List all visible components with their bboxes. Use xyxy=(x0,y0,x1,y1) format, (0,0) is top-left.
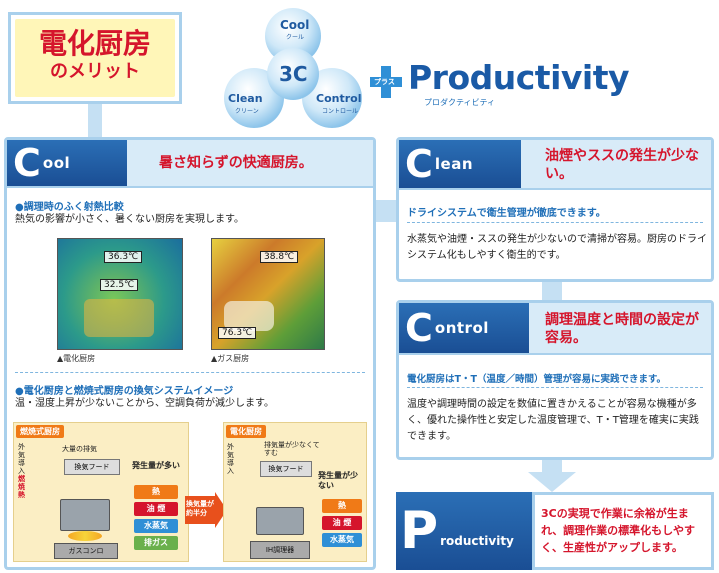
clean-divider xyxy=(407,222,703,223)
productivity-banner: P roductivity 3Cの実現で作業に余裕が生まれ、調理作業の標準化もし… xyxy=(396,492,714,570)
elec-stove: IH調理器 xyxy=(250,541,310,559)
clean-body: 水蒸気や油煙・ススの発生が少ないので清掃が容易。厨房のドライシステム化もしやすく… xyxy=(407,234,707,261)
gas-item-3: 排ガス xyxy=(134,536,178,550)
triad-right-sub: コントロール xyxy=(322,108,359,115)
hood-label: 換気フード xyxy=(74,463,110,471)
arrow-label: 換気量が約半分 xyxy=(186,500,214,517)
temp-label-b: 76.3℃ xyxy=(218,327,257,339)
cool-letter: C xyxy=(13,141,41,185)
temp-label-b: 32.5℃ xyxy=(100,279,139,291)
elec-item-1: 油 煙 xyxy=(322,516,362,530)
productivity-letter: P xyxy=(400,501,439,561)
stove-label: ガスコンロ xyxy=(68,547,104,555)
electric-kitchen-diagram: 電化厨房 外気導入 排気量が少なくてすむ 換気フード 発生量が少ない 熱 油 煙… xyxy=(223,422,367,562)
three-c-diagram xyxy=(224,8,362,128)
gas-intake: 外気導入 xyxy=(18,443,25,475)
plus-ruby: プラス xyxy=(374,78,395,86)
cool-s2-body: 温・湿度上昇が少ないことから、空調負荷が減少します。 xyxy=(15,398,274,409)
gas-exhaust: 大量の排気 xyxy=(62,445,97,453)
gas-pot-icon xyxy=(60,499,110,531)
section-divider xyxy=(15,372,365,373)
connector-control-prod xyxy=(542,458,562,474)
elec-gen: 発生量が少ない xyxy=(318,471,358,490)
gas-item-0: 熱 xyxy=(134,485,178,499)
control-panel: C ontrol 調理温度と時間の設定が容易。 電化厨房はT・T（温度／時間）管… xyxy=(396,300,714,460)
elec-item-2: 水蒸気 xyxy=(322,533,362,547)
control-word: ontrol xyxy=(434,319,489,337)
temp-label-a: 38.8℃ xyxy=(260,251,299,263)
productivity-text-box: 3Cの実現で作業に余裕が生まれ、調理作業の標準化もしやすく、生産性がアップします… xyxy=(532,492,714,570)
title-box: 電化厨房 のメリット xyxy=(8,12,182,104)
elec-pot-icon xyxy=(256,507,304,535)
control-body: 温度や調理時間の設定を数値に置きかえることが容易な機種が多く、優れた操作性と安定… xyxy=(407,399,699,442)
control-subhead: 電化厨房はT・T（温度／時間）管理が容易に実践できます。 xyxy=(407,374,667,385)
cool-panel: C ool 暑さ知らずの快適厨房。 ●調理時のふく射熱比較 熱気の影響が小さく、… xyxy=(4,137,376,570)
triad-top-label: Cool xyxy=(280,18,310,32)
cool-s2-title: ●電化厨房と燃焼式厨房の換気システムイメージ xyxy=(15,386,234,397)
ventilation-arrow: 換気量が約半分 xyxy=(185,492,227,528)
productivity-word: roductivity xyxy=(440,534,514,548)
connector-clean-control xyxy=(542,280,562,302)
thermal-caption-gas: ▲ガス厨房 xyxy=(211,354,250,363)
gas-heat-label: 燃焼熱 xyxy=(18,475,25,499)
center-bubble xyxy=(267,48,319,100)
elec-hood: 換気フード xyxy=(260,461,312,477)
stove-label: IH調理器 xyxy=(265,546,295,554)
clean-headline: 油煙やススの発生が少ない。 xyxy=(545,148,699,182)
gas-tag: 燃焼式厨房 xyxy=(16,425,64,438)
elec-tag: 電化厨房 xyxy=(226,425,266,438)
elec-item-0: 熱 xyxy=(322,499,362,513)
connector-title xyxy=(88,103,102,139)
productivity-body: 3Cの実現で作業に余裕が生まれ、調理作業の標準化もしやすく、生産性がアップします… xyxy=(541,507,695,554)
triad-center-label: 3C xyxy=(279,62,308,86)
cool-s1-title: ●調理時のふく射熱比較 xyxy=(15,202,124,213)
plus-icon xyxy=(370,66,402,98)
triad-right-label: Control xyxy=(316,92,362,105)
elec-intake: 外気導入 xyxy=(227,443,234,475)
elec-exhaust: 排気量が少なくてすむ xyxy=(264,441,320,457)
productivity-tab: P roductivity xyxy=(396,492,532,570)
hood-label: 換気フード xyxy=(268,465,304,473)
temp-label-a: 36.3℃ xyxy=(104,251,143,263)
control-headline: 調理温度と時間の設定が容易。 xyxy=(545,312,699,346)
gas-stove: ガスコンロ xyxy=(54,543,118,559)
flame-icon xyxy=(68,531,102,541)
gas-hood: 換気フード xyxy=(64,459,120,475)
cool-bubble xyxy=(265,8,321,64)
clean-panel: C lean 油煙やススの発生が少ない。 ドライシステムで衛生管理が徹底できます… xyxy=(396,137,714,282)
plus-sub: プロダクティビティ xyxy=(424,98,496,107)
clean-letter: C xyxy=(405,142,433,186)
control-letter: C xyxy=(405,306,433,350)
triad-left-label: Clean xyxy=(228,92,263,105)
clean-subhead: ドライシステムで衛生管理が徹底できます。 xyxy=(407,208,606,219)
connector-cool-clean xyxy=(374,200,398,222)
thermal-image-electric: 36.3℃ 32.5℃ xyxy=(57,238,183,350)
down-arrow xyxy=(528,472,576,492)
title-line2: のメリット xyxy=(50,61,140,82)
cool-word: ool xyxy=(42,154,71,172)
plus-word: Productivity xyxy=(408,58,630,97)
thermal-image-gas: 38.8℃ 76.3℃ xyxy=(211,238,325,350)
title-line1: 電化厨房 xyxy=(38,27,151,60)
gas-kitchen-diagram: 燃焼式厨房 外気導入 大量の排気 換気フード 燃焼熱 発生量が多い 熱 油 煙 … xyxy=(13,422,189,562)
control-divider xyxy=(407,387,703,388)
gas-item-1: 油 煙 xyxy=(134,502,178,516)
cool-s1-body: 熱気の影響が小さく、暑くない厨房を実現します。 xyxy=(15,214,244,225)
gas-gen: 発生量が多い xyxy=(132,461,180,470)
gas-item-2: 水蒸気 xyxy=(134,519,178,533)
thermal-caption-electric: ▲電化厨房 xyxy=(57,354,96,363)
cool-headline: 暑さ知らずの快適厨房。 xyxy=(159,155,313,171)
triad-left-sub: クリーン xyxy=(235,108,259,115)
clean-word: lean xyxy=(434,155,474,173)
triad-top-sub: クール xyxy=(286,34,305,41)
